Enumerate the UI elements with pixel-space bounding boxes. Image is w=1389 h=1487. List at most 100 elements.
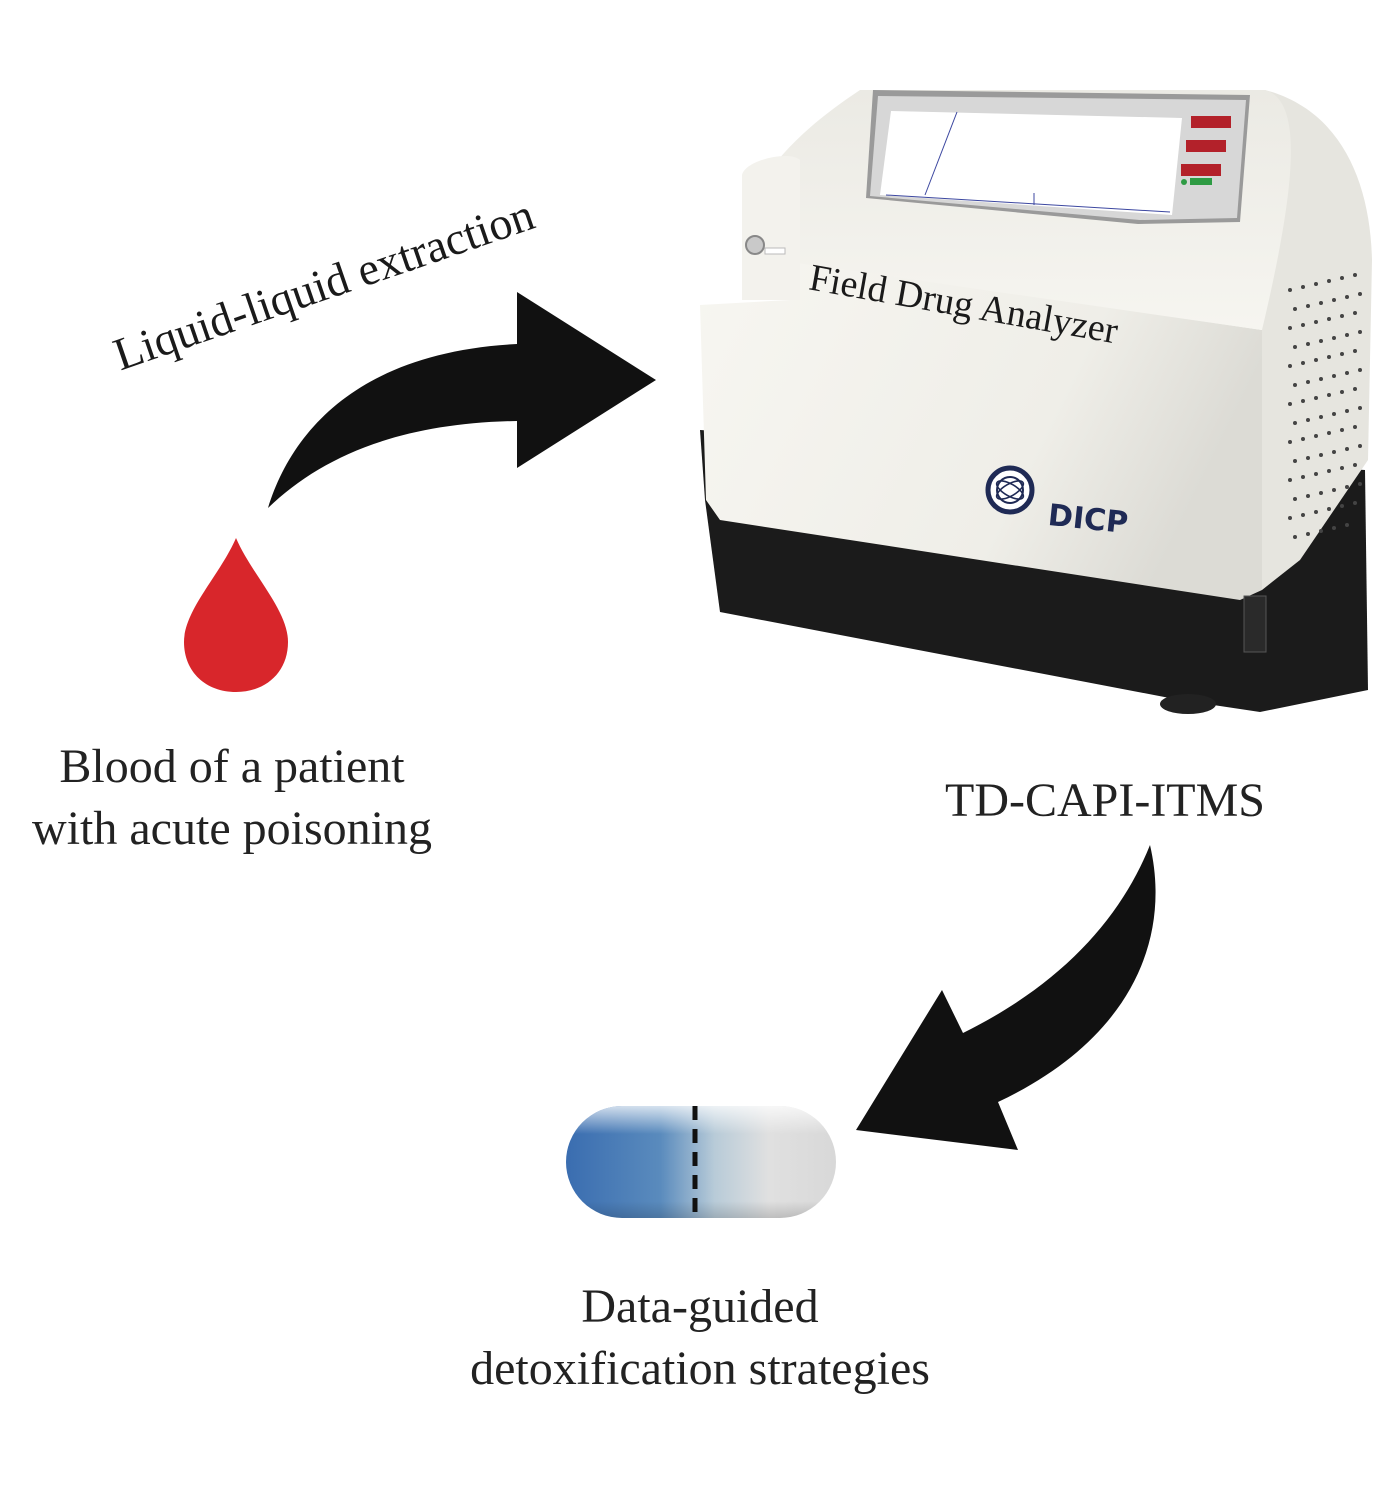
vent-dot <box>1340 504 1344 508</box>
vent-dot <box>1345 523 1349 527</box>
vent-dot <box>1288 516 1292 520</box>
device-screen-chart <box>880 111 1182 215</box>
vent-dot <box>1332 298 1336 302</box>
curved-arrow-right-icon <box>268 292 656 508</box>
vent-dot <box>1293 459 1297 463</box>
device-power-button <box>745 235 765 255</box>
vent-dot <box>1293 535 1297 539</box>
vent-dot <box>1358 444 1362 448</box>
device-left-module <box>742 155 800 300</box>
device-screen-button <box>1186 140 1226 152</box>
vent-dot <box>1288 288 1292 292</box>
vent-dot <box>1314 282 1318 286</box>
vent-dot <box>1345 295 1349 299</box>
vent-dot <box>1353 349 1357 353</box>
vent-dot <box>1288 478 1292 482</box>
outcome-label-line2: detoxification strategies <box>470 1342 930 1395</box>
device-side-panel <box>1262 90 1372 590</box>
vent-dot <box>1340 428 1344 432</box>
vent-dot <box>1314 396 1318 400</box>
vent-dot <box>1327 317 1331 321</box>
vent-dot <box>1353 273 1357 277</box>
vent-dot <box>1319 301 1323 305</box>
blood-drop-icon <box>184 538 288 692</box>
vent-dot <box>1332 450 1336 454</box>
vent-dot <box>1319 529 1323 533</box>
vent-dot <box>1293 307 1297 311</box>
vent-dot <box>1293 383 1297 387</box>
vent-dot <box>1306 532 1310 536</box>
vent-dot <box>1306 380 1310 384</box>
vent-dot <box>1314 434 1318 438</box>
vent-dot <box>1358 406 1362 410</box>
vent-dot <box>1306 304 1310 308</box>
device-screen-button <box>1191 116 1231 128</box>
vent-dot <box>1353 463 1357 467</box>
vent-dot <box>1327 279 1331 283</box>
device-screen-button <box>1181 164 1221 176</box>
vent-dot <box>1353 501 1357 505</box>
vent-dot <box>1319 377 1323 381</box>
device-screen-peak <box>924 111 958 196</box>
analyzer-device-icon <box>700 90 1372 714</box>
vent-dot <box>1327 469 1331 473</box>
vent-dot <box>1301 513 1305 517</box>
vent-dot <box>1332 412 1336 416</box>
sample-label: Blood of a patient with acute poisoning <box>0 736 464 860</box>
vent-dot <box>1319 453 1323 457</box>
vent-dot <box>1306 418 1310 422</box>
vent-dot <box>1332 336 1336 340</box>
vent-dot <box>1353 387 1357 391</box>
vent-dot <box>1288 402 1292 406</box>
vent-dot <box>1306 494 1310 498</box>
vent-dot <box>1332 374 1336 378</box>
vent-dot <box>1358 330 1362 334</box>
vent-dot <box>1288 326 1292 330</box>
vent-dot <box>1319 415 1323 419</box>
device-slot <box>764 247 786 255</box>
vent-dot <box>1340 352 1344 356</box>
vent-dot <box>1301 323 1305 327</box>
device-foot <box>1160 694 1216 714</box>
sample-label-line2: with acute poisoning <box>32 802 432 855</box>
vent-dot <box>1319 339 1323 343</box>
device-front <box>700 260 1262 600</box>
vent-dot <box>1319 491 1323 495</box>
device-vent-dots <box>1288 273 1362 539</box>
vent-dot <box>1301 475 1305 479</box>
vent-dot <box>1327 431 1331 435</box>
vent-dot <box>1340 276 1344 280</box>
vent-dot <box>1293 497 1297 501</box>
vent-dot <box>1353 425 1357 429</box>
vent-dot <box>1293 421 1297 425</box>
vent-dot <box>1301 437 1305 441</box>
dicp-logo-icon <box>985 465 1035 515</box>
vent-dot <box>1332 526 1336 530</box>
vent-dot <box>1358 292 1362 296</box>
vent-dot <box>1314 472 1318 476</box>
device-side-port <box>1243 595 1267 653</box>
vent-dot <box>1314 358 1318 362</box>
capsule-pill-icon <box>566 1106 836 1218</box>
vent-dot <box>1345 485 1349 489</box>
outcome-label: Data-guided detoxification strategies <box>420 1276 980 1400</box>
vent-dot <box>1306 456 1310 460</box>
vent-dot <box>1353 311 1357 315</box>
vent-dot <box>1301 285 1305 289</box>
vent-dot <box>1288 364 1292 368</box>
vent-dot <box>1327 393 1331 397</box>
vent-dot <box>1327 507 1331 511</box>
vent-dot <box>1345 371 1349 375</box>
vent-dot <box>1327 355 1331 359</box>
vent-dot <box>1345 409 1349 413</box>
vent-dot <box>1340 466 1344 470</box>
vent-dot <box>1293 345 1297 349</box>
vent-dot <box>1332 488 1336 492</box>
method-label: TD-CAPI-ITMS <box>945 774 1265 827</box>
vent-dot <box>1340 314 1344 318</box>
outcome-label-line1: Data-guided <box>581 1280 819 1333</box>
vent-dot <box>1314 510 1318 514</box>
vent-dot <box>1306 342 1310 346</box>
curved-arrow-down-left-icon <box>856 845 1156 1150</box>
